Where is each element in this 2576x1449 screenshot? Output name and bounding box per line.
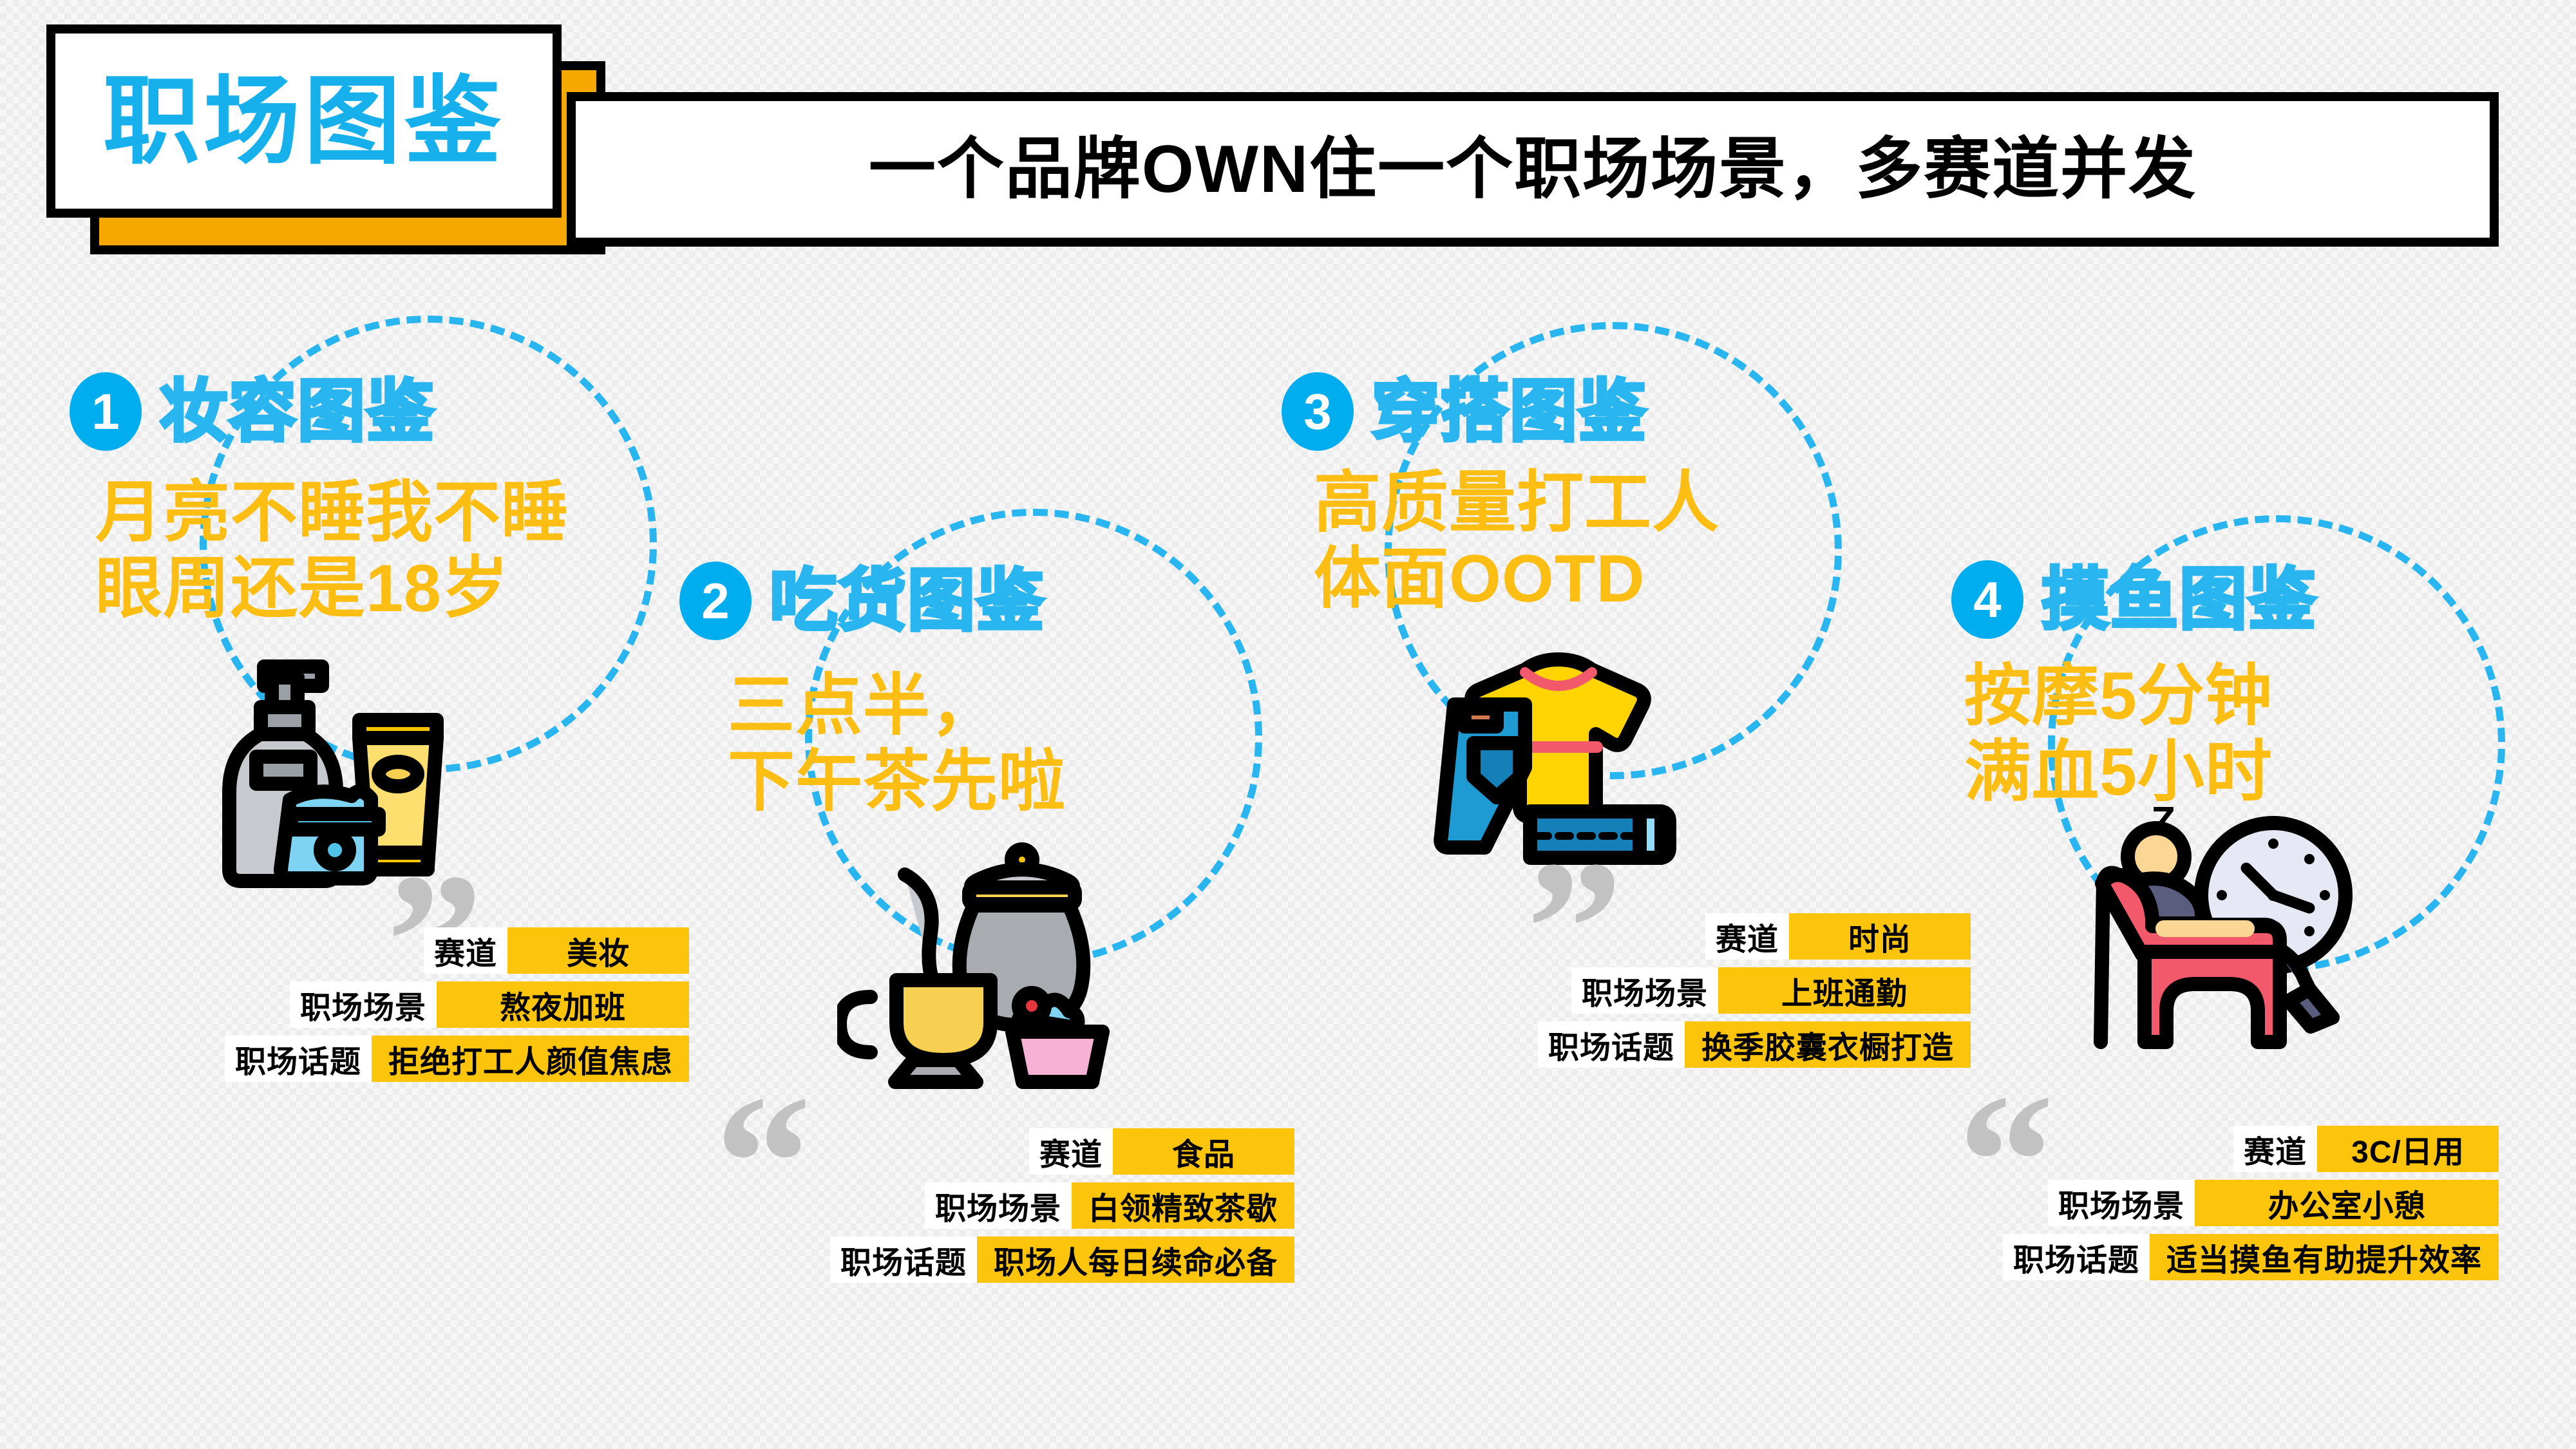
tag-value: 熬夜加班	[437, 981, 689, 1028]
slogan-1-line-1: 月亮不睡我不睡	[95, 475, 569, 550]
zzz-text: Z	[2151, 799, 2175, 844]
banner-title: 一个品牌OWN住一个职场场景，多赛道并发	[868, 132, 2197, 207]
table-row: 赛道 美妆	[97, 927, 689, 974]
tag-value: 美妆	[507, 927, 689, 974]
tag-key: 职场场景	[289, 981, 437, 1028]
badge-number-2: 2	[679, 562, 752, 640]
tag-key: 赛道	[1705, 913, 1789, 960]
napping-person-clock-icon: Z	[2094, 799, 2353, 1049]
tag-value: 拒绝打工人颜值焦虑	[371, 1036, 689, 1082]
tag-key: 职场场景	[1571, 967, 1718, 1014]
tag-list-2: 赛道 食品 职场场景 白领精致茶歇 职场话题 职场人每日续命必备	[676, 1128, 1294, 1291]
tag-key: 职场场景	[924, 1182, 1072, 1229]
title-box: 职场图鉴	[46, 24, 562, 218]
tag-key: 赛道	[423, 927, 507, 974]
table-row: 赛道 3C/日用	[1790, 1126, 2499, 1172]
tag-value: 食品	[1113, 1128, 1294, 1175]
banner-box: 一个品牌OWN住一个职场场景，多赛道并发	[567, 92, 2499, 247]
tag-value: 上班通勤	[1718, 967, 1971, 1014]
tag-key: 职场话题	[1537, 1021, 1685, 1068]
tag-key: 职场场景	[2047, 1180, 2195, 1226]
tag-value: 3C/日用	[2317, 1126, 2499, 1172]
tag-key: 职场话题	[224, 1036, 372, 1082]
tag-list-1: 赛道 美妆 职场场景 熬夜加班 职场话题 拒绝打工人颜值焦虑	[97, 927, 689, 1090]
page-title: 职场图鉴	[102, 67, 505, 175]
slogan-3-line-2: 体面OOTD	[1314, 542, 1645, 616]
table-row: 赛道 食品	[676, 1128, 1294, 1175]
tag-key: 职场话题	[2002, 1234, 2150, 1280]
slogan-4-line-2: 满血5小时	[1964, 735, 2273, 810]
badge-number-4: 4	[1951, 560, 2023, 639]
tag-value: 职场人每日续命必备	[976, 1236, 1294, 1283]
page-header: 职场图鉴 一个品牌OWN住一个职场场景，多赛道并发	[0, 0, 2576, 277]
table-row: 职场话题 拒绝打工人颜值焦虑	[97, 1036, 689, 1082]
slogan-2-line-1: 三点半，	[728, 668, 999, 743]
tag-list-3: 赛道 时尚 职场场景 上班通勤 职场话题 换季胶囊衣橱打造	[1320, 913, 1971, 1075]
column-1-heading: 1 妆容图鉴	[70, 372, 436, 451]
tag-value: 换季胶囊衣橱打造	[1684, 1021, 1971, 1068]
table-row: 职场话题 换季胶囊衣橱打造	[1320, 1021, 1971, 1068]
column-4-heading: 4 摸鱼图鉴	[1951, 560, 2318, 639]
cosmetics-icon	[222, 659, 444, 888]
tag-key: 赛道	[2233, 1126, 2317, 1172]
tag-value: 适当摸鱼有助提升效率	[2149, 1234, 2499, 1280]
slogan-3-line-1: 高质量打工人	[1314, 466, 1720, 540]
slogan-1-line-2: 眼周还是18岁	[95, 551, 509, 626]
table-row: 职场场景 上班通勤	[1320, 967, 1971, 1014]
table-row: 赛道 时尚	[1320, 913, 1971, 960]
tag-value: 时尚	[1789, 913, 1971, 960]
table-row: 职场话题 适当摸鱼有助提升效率	[1790, 1234, 2499, 1280]
category-name-4: 摸鱼图鉴	[2040, 562, 2318, 638]
badge-number-1: 1	[70, 372, 142, 451]
tag-value: 白领精致茶歇	[1071, 1182, 1294, 1229]
teapot-cup-cupcake-icon	[837, 842, 1110, 1089]
tag-key: 职场话题	[829, 1236, 977, 1283]
table-row: 职场话题 职场人每日续命必备	[676, 1236, 1294, 1283]
badge-number-3: 3	[1282, 372, 1354, 451]
slogan-2-line-2: 下午茶先啦	[728, 744, 1066, 819]
column-3-heading: 3 穿搭图鉴	[1282, 372, 1648, 451]
tag-value: 办公室小憩	[2195, 1180, 2499, 1226]
dashed-circle-3	[1385, 322, 1842, 779]
tag-key: 赛道	[1028, 1128, 1113, 1175]
slogan-4-line-1: 按摩5分钟	[1964, 659, 2273, 734]
column-2-heading: 2 吃货图鉴	[679, 562, 1046, 640]
table-row: 职场场景 办公室小憩	[1790, 1180, 2499, 1226]
category-name-3: 穿搭图鉴	[1370, 374, 1648, 450]
category-name-2: 吃货图鉴	[768, 563, 1046, 639]
table-row: 职场场景 白领精致茶歇	[676, 1182, 1294, 1229]
tag-list-4: 赛道 3C/日用 职场场景 办公室小憩 职场话题 适当摸鱼有助提升效率	[1790, 1126, 2499, 1288]
category-name-1: 妆容图鉴	[158, 374, 436, 450]
table-row: 职场场景 熬夜加班	[97, 981, 689, 1028]
tshirt-jeans-icon	[1434, 652, 1676, 865]
